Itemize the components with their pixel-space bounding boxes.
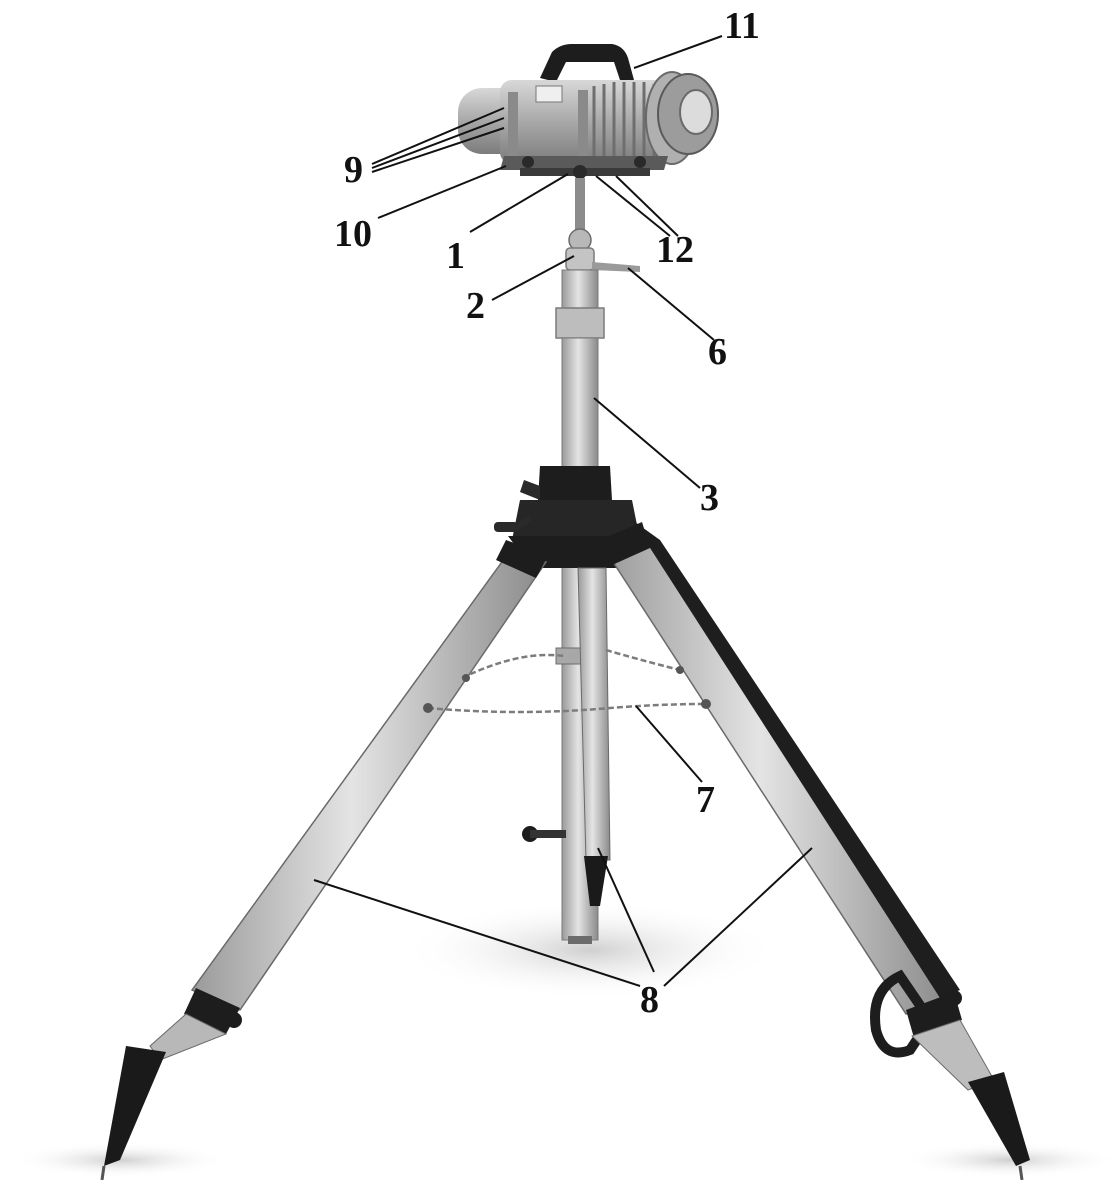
callout-3: 3 bbox=[700, 477, 719, 519]
tripod-leg-left bbox=[100, 540, 548, 1180]
leader-lines bbox=[313, 35, 813, 987]
ball-head bbox=[565, 178, 640, 272]
callout-12: 12 bbox=[656, 229, 694, 271]
callout-7: 7 bbox=[696, 779, 715, 821]
floor-shadow bbox=[10, 900, 1116, 1178]
spreader-chains bbox=[427, 648, 707, 714]
cooling-fins bbox=[592, 82, 656, 162]
callout-11: 11 bbox=[724, 5, 760, 47]
callout-8: 8 bbox=[640, 979, 659, 1021]
callout-10: 10 bbox=[334, 213, 372, 255]
callout-9: 9 bbox=[344, 149, 363, 191]
tripod-leg-right bbox=[600, 520, 1030, 1180]
callout-6: 6 bbox=[708, 331, 727, 373]
chain-anchors bbox=[423, 666, 711, 713]
emitter-unit bbox=[458, 44, 719, 179]
tripod-leg-rear bbox=[522, 567, 611, 906]
callout-1: 1 bbox=[446, 235, 465, 277]
callout-labels: 11 9 10 1 12 2 6 3 7 8 bbox=[334, 5, 760, 1021]
callout-2: 2 bbox=[466, 285, 485, 327]
